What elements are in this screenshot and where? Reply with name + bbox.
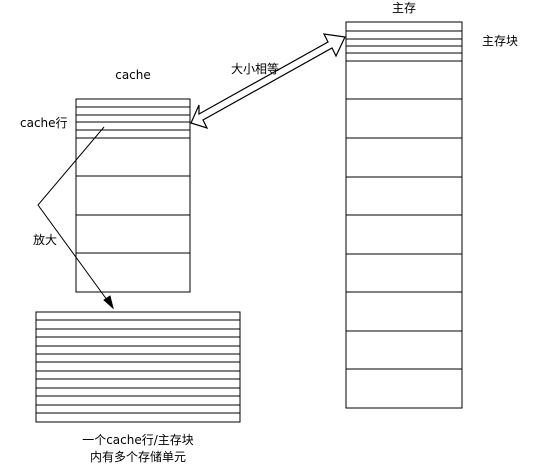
enlarge-arrowhead bbox=[103, 295, 114, 310]
cache-outline bbox=[75, 98, 191, 293]
main-memory bbox=[345, 21, 463, 409]
same-size-arrow bbox=[190, 33, 346, 129]
caption-line-1: 一个cache行/主存块 bbox=[82, 433, 194, 447]
main-memory-block-label: 主存块 bbox=[482, 34, 518, 48]
enlarge-label: 放大 bbox=[33, 232, 57, 247]
cache-line-label: cache行 bbox=[20, 116, 68, 130]
enlarge-connector bbox=[37, 126, 111, 305]
same-size-label: 大小相等 bbox=[231, 62, 279, 76]
cache-label: cache bbox=[115, 68, 151, 82]
main-memory-label: 主存 bbox=[392, 1, 416, 15]
cache bbox=[75, 98, 191, 293]
enlarged-block-outline bbox=[35, 311, 241, 423]
caption-line-2: 内有多个存储单元 bbox=[90, 449, 186, 464]
enlarged-block bbox=[35, 311, 241, 423]
